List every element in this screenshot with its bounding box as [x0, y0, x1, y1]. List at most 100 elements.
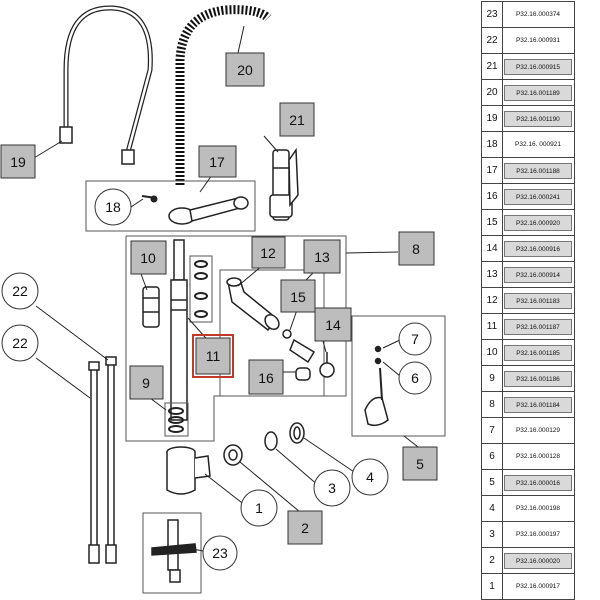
callout-21[interactable]: 21 — [279, 102, 315, 137]
parts-table-row[interactable]: 7 P32.16.000129 — [481, 417, 575, 444]
callout-22-upper-label: 22 — [12, 283, 28, 299]
part-number: 1 — [482, 574, 503, 599]
part-number: 7 — [482, 418, 503, 443]
callout-12[interactable]: 12 — [251, 236, 286, 269]
callout-15[interactable]: 15 — [280, 279, 316, 313]
callout-19-box — [0, 144, 36, 179]
callout-15-label: 15 — [290, 289, 306, 305]
part-number: 6 — [482, 444, 503, 469]
part-number: 12 — [482, 288, 503, 313]
callout-13-label: 13 — [314, 249, 330, 265]
part-11-tube-drawing — [170, 239, 188, 421]
callout-22-lower[interactable]: 22 — [1, 324, 39, 362]
part-9-rings-drawing — [164, 402, 189, 437]
callout-3[interactable]: 3 — [313, 469, 351, 507]
part-code: P32.16.001183 — [504, 293, 572, 309]
part-number: 3 — [482, 522, 503, 547]
callout-20[interactable]: 20 — [225, 52, 265, 87]
callout-18[interactable]: 18 — [94, 188, 132, 226]
callout-8-box — [398, 231, 435, 266]
part-code: P32.16.000129 — [515, 427, 561, 434]
callout-6-label: 6 — [411, 370, 419, 386]
part-number: 5 — [482, 470, 503, 495]
callout-23[interactable]: 23 — [202, 535, 238, 571]
callout-23-label: 23 — [212, 545, 228, 561]
part-code: P32.16.001187 — [504, 319, 572, 335]
part-number: 14 — [482, 236, 503, 261]
part-code: P32.16.000916 — [504, 241, 572, 257]
callout-9-label: 9 — [142, 375, 150, 391]
callout-6[interactable]: 6 — [398, 361, 432, 395]
callout-10[interactable]: 10 — [130, 240, 167, 275]
callout-4-circle — [351, 458, 389, 496]
callout-2-box — [287, 510, 323, 545]
callout-14[interactable]: 14 — [314, 307, 352, 342]
callout-5[interactable]: 5 — [402, 446, 438, 481]
part-22-pipes-drawing — [88, 356, 117, 564]
callout-9[interactable]: 9 — [129, 365, 164, 400]
callout-7[interactable]: 7 — [398, 322, 432, 356]
callout-4[interactable]: 4 — [351, 458, 389, 496]
callout-11-highlight — [192, 334, 234, 378]
callout-1-circle — [240, 489, 278, 527]
part-number: 16 — [482, 184, 503, 209]
o-ring-stack-drawing — [189, 255, 213, 323]
callout-8[interactable]: 8 — [398, 231, 435, 266]
part-code: P32.16.000241 — [504, 189, 572, 205]
callout-16-box — [248, 359, 284, 395]
callout-12-box — [251, 236, 286, 269]
callout-20-label: 20 — [237, 62, 253, 78]
main-assembly-frame — [125, 235, 347, 442]
part-code: P32.16.000920 — [504, 215, 572, 231]
part-20-spring-drawing — [175, 5, 272, 185]
callout-2[interactable]: 2 — [287, 510, 323, 545]
part-5-lever-drawing — [364, 345, 389, 427]
callout-13[interactable]: 13 — [303, 239, 341, 274]
callout-11[interactable]: 11 — [192, 334, 234, 378]
callout-16[interactable]: 16 — [248, 359, 284, 395]
callout-19[interactable]: 19 — [0, 144, 36, 179]
part-code: P32.16.001189 — [504, 85, 572, 101]
callout-17[interactable]: 17 — [198, 145, 237, 178]
callout-6-circle — [398, 361, 432, 395]
callout-10-box — [130, 240, 167, 275]
callout-14-label: 14 — [325, 317, 341, 333]
callout-1-label: 1 — [255, 500, 263, 516]
callout-3-circle — [313, 469, 351, 507]
part-number: 22 — [482, 28, 503, 53]
callout-21-label: 21 — [289, 112, 305, 128]
part-15-16-drawing — [282, 329, 335, 381]
part-17-group — [85, 180, 256, 232]
part-number: 18 — [482, 132, 503, 157]
callout-22-upper[interactable]: 22 — [1, 272, 39, 310]
circle-callouts: 18 7 6 22 22 4 3 1 23 — [1, 188, 432, 571]
part-code: P32.16.000020 — [504, 553, 572, 569]
part-10-cartridge-drawing — [142, 286, 160, 328]
callout-1[interactable]: 1 — [240, 489, 278, 527]
part-code: P32.16.000914 — [504, 267, 572, 283]
